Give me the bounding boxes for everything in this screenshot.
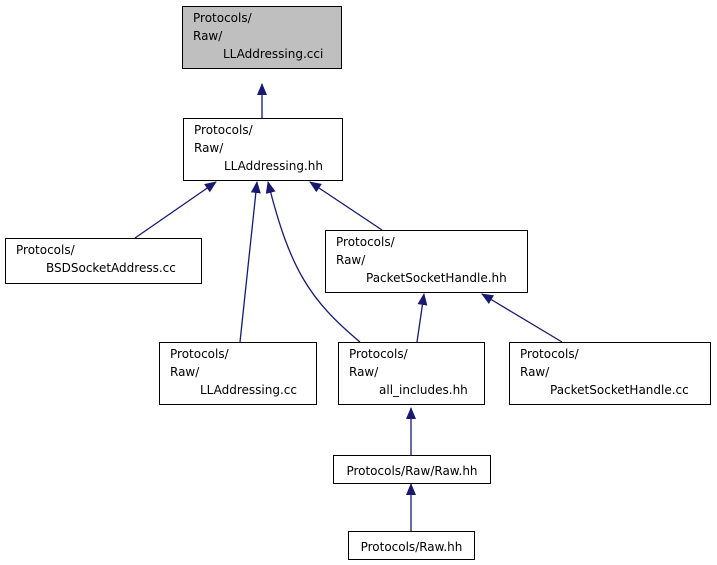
node-bsdsocketaddress-cc[interactable]: Protocols/ BSDSocketAddress.cc (5, 238, 202, 284)
node-line: Raw/ (336, 253, 366, 267)
node-lladdressing-hh[interactable]: Protocols/ Raw/ LLAddressing.hh (183, 118, 343, 181)
node-packetsockethandle-hh[interactable]: Protocols/ Raw/ PacketSocketHandle.hh (325, 230, 528, 293)
node-line: Protocols/ (170, 347, 229, 361)
node-line: LLAddressing.cci (223, 47, 324, 61)
node-lladdressing-cci[interactable]: Protocols/ Raw/ LLAddressing.cci (182, 6, 342, 69)
node-line: all_includes.hh (379, 383, 468, 397)
edge-ll-cc-to-ll-hh (239, 181, 261, 343)
edge-all-hh-to-ll-hh (265, 181, 361, 343)
node-line: LLAddressing.cc (200, 383, 298, 397)
node-lladdressing-cc[interactable]: Protocols/ Raw/ LLAddressing.cc (159, 342, 317, 405)
node-line: PacketSocketHandle.hh (366, 271, 507, 285)
node-protocols-raw-hh[interactable]: Protocols/Raw.hh (348, 531, 475, 560)
edge-all-hh-to-psh-hh (416, 293, 428, 343)
node-line: Protocols/ (193, 11, 252, 25)
node-line: Raw/ (520, 365, 550, 379)
node-line: Raw/ (193, 29, 223, 43)
node-line: PacketSocketHandle.cc (550, 383, 689, 397)
node-all-includes-hh[interactable]: Protocols/ Raw/ all_includes.hh (338, 342, 485, 405)
node-packetsockethandle-cc[interactable]: Protocols/ Raw/ PacketSocketHandle.cc (509, 342, 711, 405)
node-line: Raw/ (349, 365, 379, 379)
node-line: Raw/ (170, 365, 200, 379)
node-label: Protocols/Raw.hh (360, 540, 463, 554)
node-line: Protocols/ (520, 347, 579, 361)
node-label: Protocols/Raw/Raw.hh (346, 464, 478, 478)
edge-psh-cc-to-psh-hh (481, 293, 563, 343)
node-line: Protocols/ (336, 235, 395, 249)
node-line: BSDSocketAddress.cc (46, 261, 176, 275)
node-line: LLAddressing.hh (224, 159, 324, 173)
edge-psh-hh-to-ll-hh (309, 181, 383, 231)
node-line: Protocols/ (16, 243, 75, 257)
node-line: Protocols/ (194, 123, 253, 137)
node-protocols-raw-raw-hh[interactable]: Protocols/Raw/Raw.hh (333, 455, 491, 484)
node-line: Raw/ (194, 141, 224, 155)
edge-bsd-cc-to-ll-hh (134, 181, 217, 239)
node-line: Protocols/ (349, 347, 408, 361)
